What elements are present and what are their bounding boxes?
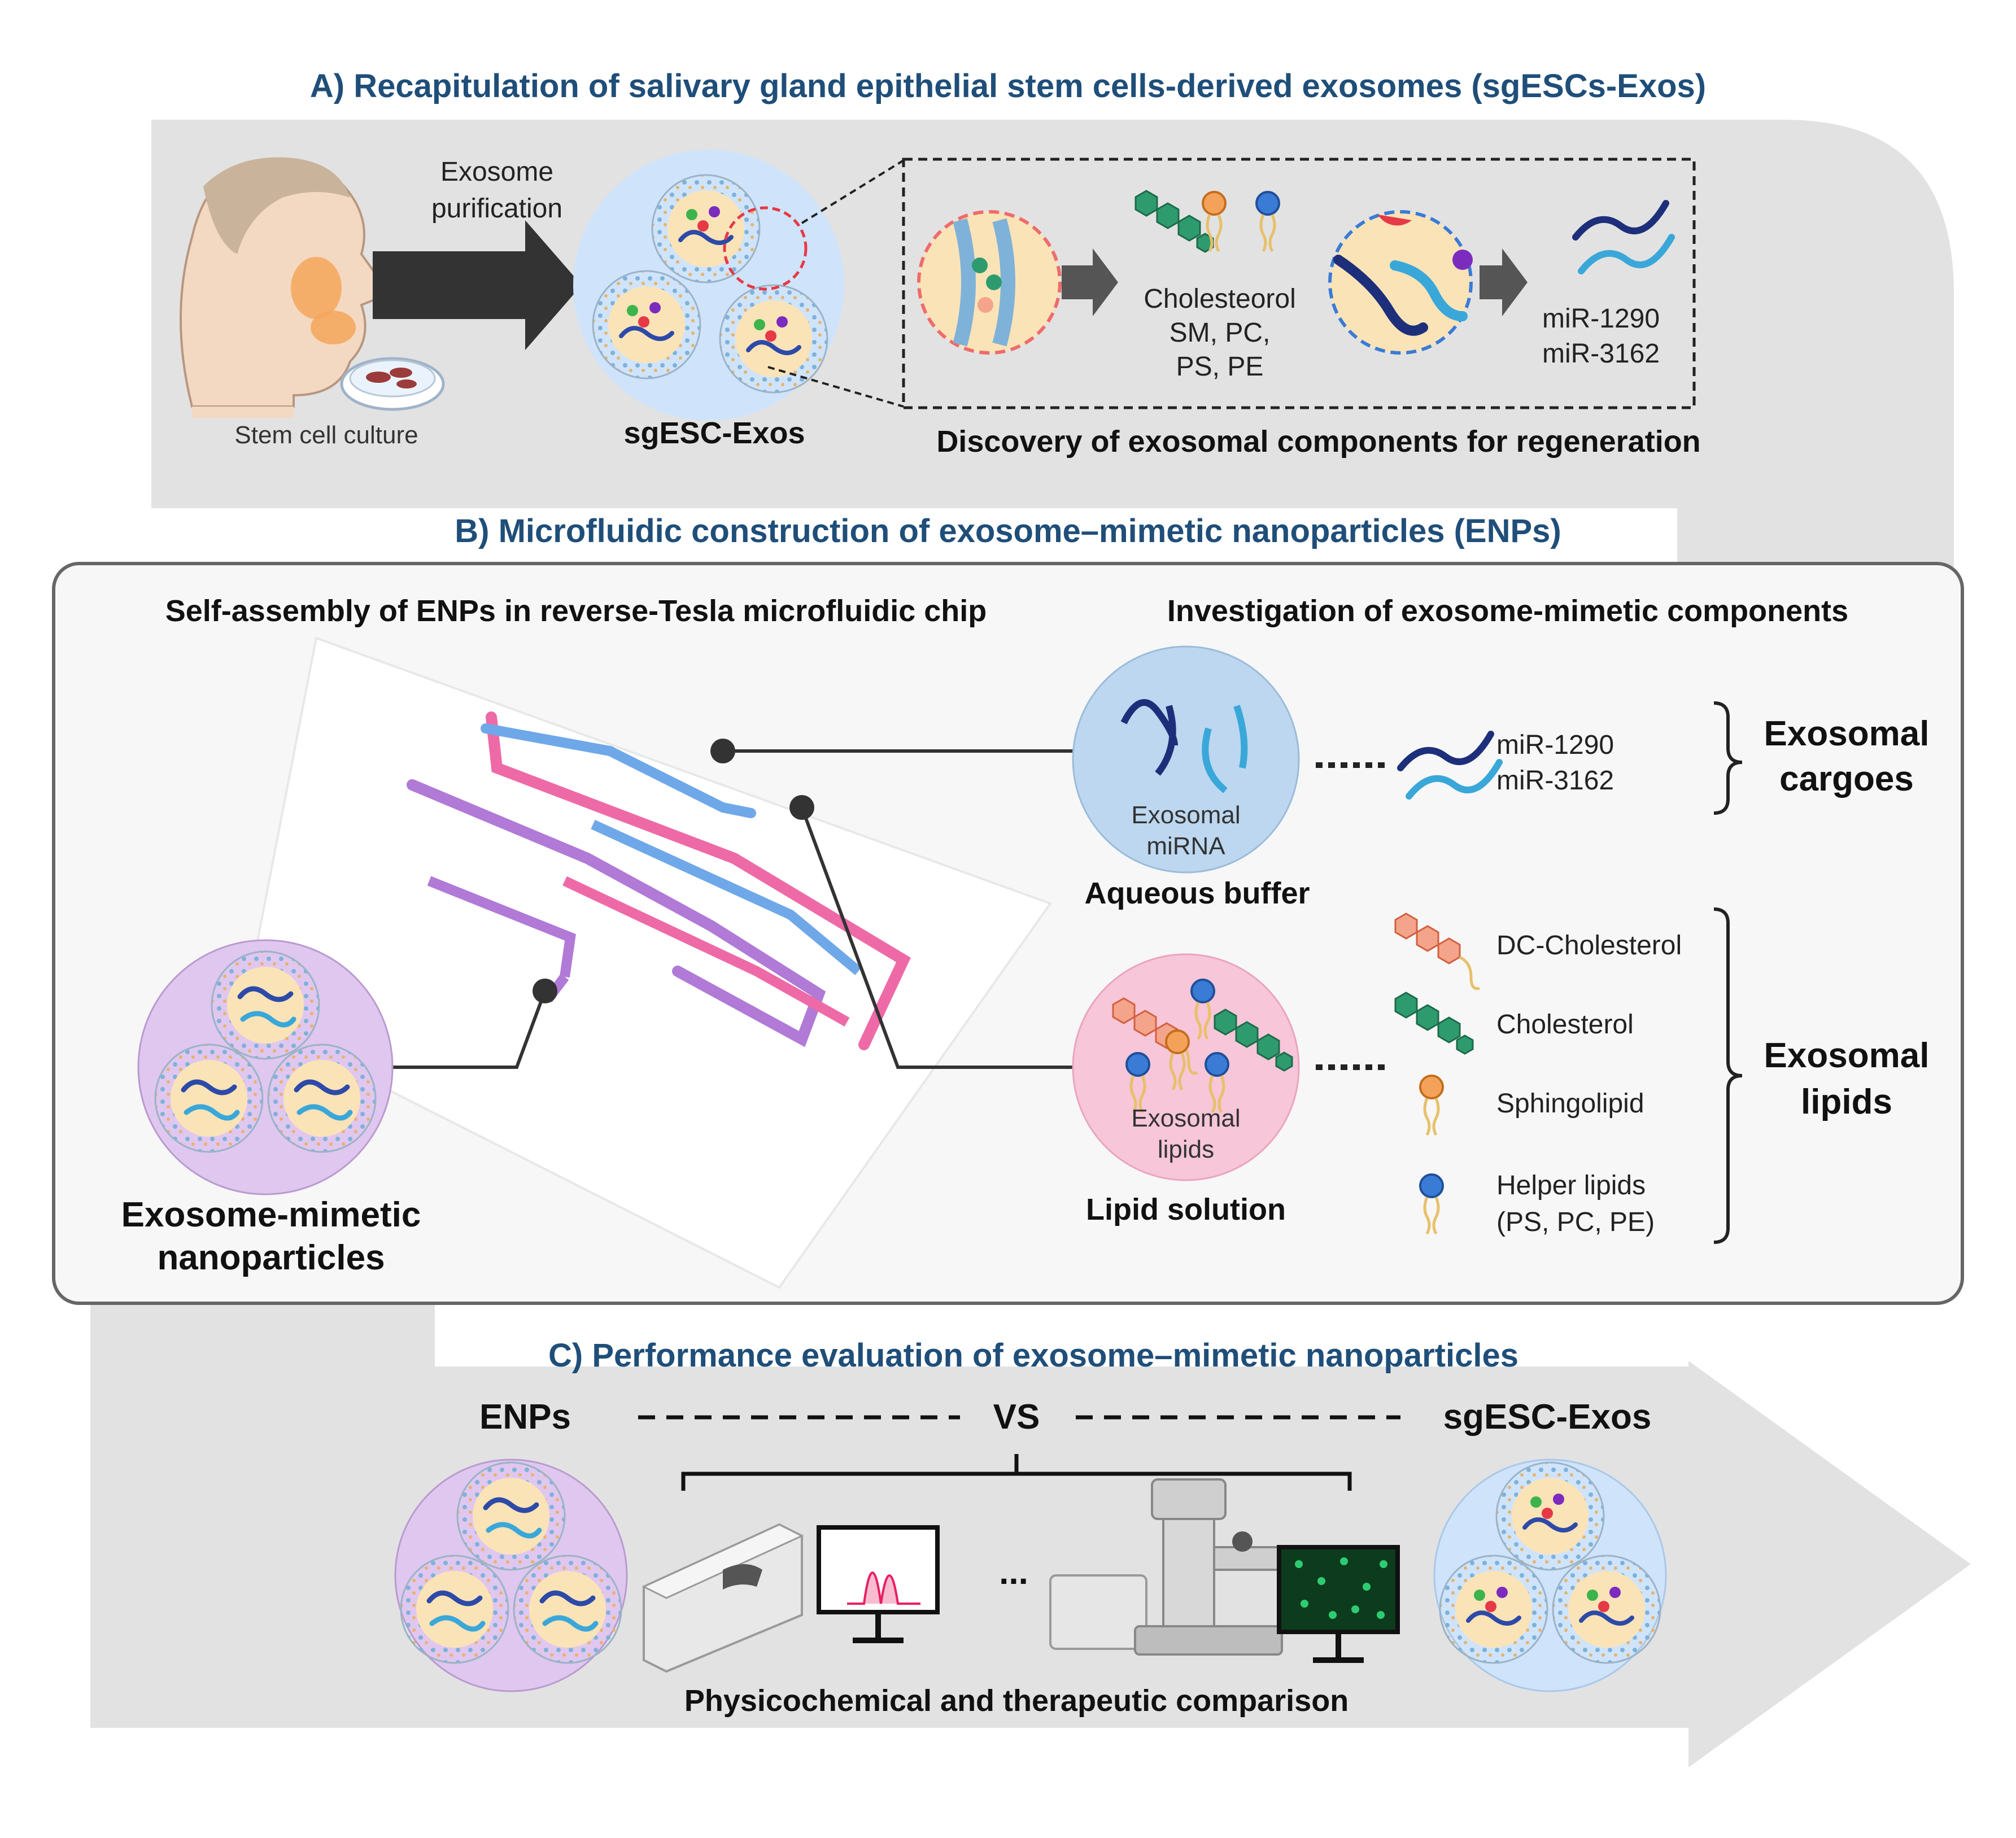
purification-label-2: purification bbox=[431, 194, 562, 224]
comparison-label: Physicochemical and therapeutic comparis… bbox=[684, 1684, 1349, 1718]
arrow-a1 bbox=[1062, 248, 1118, 316]
mir1290-label-b: miR-1290 bbox=[1496, 730, 1614, 760]
sgesc-exos-label-c: sgESC-Exos bbox=[1443, 1398, 1652, 1437]
lipid-solution-label: Lipid solution bbox=[1086, 1193, 1286, 1226]
zoom-circle bbox=[723, 206, 808, 291]
lipid-label-2: SM, PC, bbox=[1170, 318, 1271, 348]
helper-lipids-label-2: (PS, PC, PE) bbox=[1496, 1207, 1655, 1237]
microfluidic-chip-icon bbox=[241, 636, 1053, 1289]
stem-cell-culture-label: Stem cell culture bbox=[234, 421, 418, 449]
discovery-label: Discovery of exosomal components for reg… bbox=[936, 425, 1700, 459]
monitor-icon bbox=[817, 1525, 940, 1643]
lipid-label-3: PS, PE bbox=[1176, 352, 1264, 382]
enp-label-2: nanoparticles bbox=[157, 1238, 385, 1277]
comparison-bracket bbox=[681, 1454, 1352, 1491]
particle-sizer-icon bbox=[642, 1523, 804, 1673]
fluorescence-monitor-icon bbox=[1277, 1545, 1400, 1663]
enp-cluster bbox=[137, 939, 394, 1195]
aqueous-buffer-label: Aqueous buffer bbox=[1085, 876, 1310, 910]
section-b-title: B) Microfluidic construction of exosome–… bbox=[455, 513, 1561, 549]
helper-lipids-label-1: Helper lipids bbox=[1496, 1171, 1646, 1200]
chip-heading: Self-assembly of ENPs in reverse-Tesla m… bbox=[165, 594, 987, 628]
cholesterol-label: Cholesterol bbox=[1496, 1010, 1634, 1040]
enps-label: ENPs bbox=[479, 1398, 571, 1437]
components-heading: Investigation of exosome-mimetic compone… bbox=[1167, 594, 1848, 628]
dc-cholesterol-label: DC-Cholesterol bbox=[1496, 931, 1682, 961]
mirna-zoom bbox=[1328, 210, 1473, 355]
arrow-a2 bbox=[1480, 248, 1528, 316]
lipid-circle-label-1: Exosomal bbox=[1131, 1104, 1240, 1132]
sgesc-exos-cluster bbox=[573, 150, 844, 421]
petri-dish-icon bbox=[340, 357, 445, 411]
lipid-label-1: Cholesteorol bbox=[1144, 284, 1295, 314]
mirna-circle-label-1: Exosomal bbox=[1131, 801, 1240, 829]
microscope-icon bbox=[1049, 1478, 1289, 1656]
sgesc-exos-label: sgESC-Exos bbox=[623, 416, 805, 450]
mir1290-label-a: miR-1290 bbox=[1542, 304, 1660, 334]
cargo-label-1: Exosomal bbox=[1764, 714, 1930, 753]
mirna-circle-label-2: miRNA bbox=[1146, 832, 1225, 860]
sphingolipid-label: Sphingolipid bbox=[1496, 1089, 1644, 1119]
membrane-zoom bbox=[917, 210, 1062, 355]
mir3162-label-a: miR-3162 bbox=[1542, 339, 1660, 369]
enp-label-1: Exosome-mimetic bbox=[121, 1195, 421, 1234]
purification-label-1: Exosome bbox=[440, 157, 553, 187]
discovery-box bbox=[902, 158, 1696, 409]
cargo-bracket bbox=[1713, 701, 1743, 815]
section-a-title: A) Recapitulation of salivary gland epit… bbox=[310, 68, 1706, 104]
lipids-bracket-label-2: lipids bbox=[1801, 1082, 1892, 1121]
vs-label: VS bbox=[993, 1398, 1040, 1437]
mirna-circle bbox=[1072, 645, 1300, 874]
section-c-title: C) Performance evaluation of exosome–mim… bbox=[548, 1337, 1518, 1374]
lipid-circle-label-2: lipids bbox=[1158, 1136, 1214, 1163]
lipids-bracket bbox=[1713, 907, 1743, 1244]
lipids-bracket-label-1: Exosomal bbox=[1764, 1036, 1930, 1075]
mir3162-label-b: miR-3162 bbox=[1496, 766, 1614, 796]
cargo-label-2: cargoes bbox=[1779, 759, 1914, 798]
enp-cluster-c bbox=[394, 1459, 628, 1692]
ellipsis-label: ... bbox=[999, 1553, 1028, 1592]
face-profile-icon bbox=[180, 157, 392, 418]
purification-arrow bbox=[373, 220, 582, 350]
sgesc-cluster-c bbox=[1433, 1459, 1667, 1692]
lipid-circle bbox=[1072, 953, 1300, 1181]
